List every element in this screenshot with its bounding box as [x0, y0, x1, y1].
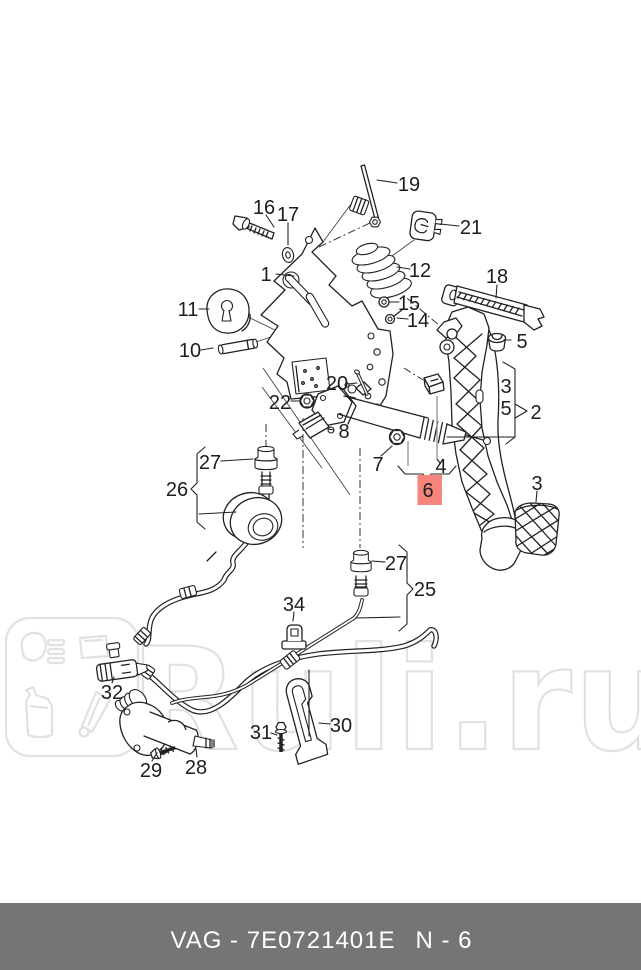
stop-plate — [441, 284, 545, 331]
t-valve — [95, 642, 148, 682]
watermark: Ruli.ru — [4, 616, 641, 784]
footer-catalog-code: VAG - 7E0721401E — [170, 927, 395, 954]
part-label-20: 20 — [326, 373, 348, 395]
highlight-box — [417, 475, 442, 505]
footer-background — [0, 903, 641, 970]
pivot-pin — [217, 338, 259, 355]
footer-page-ref: N - 6 — [415, 927, 472, 954]
hose-union — [178, 584, 198, 600]
part-label-29: 29 — [140, 760, 162, 782]
part-label-17: 17 — [277, 204, 299, 226]
highlighted-part-marker[interactable]: 6 — [417, 475, 443, 505]
part-label-8: 8 — [338, 421, 349, 443]
grommet-upper — [254, 445, 278, 471]
pedal-pad — [514, 502, 560, 556]
flange-nut-7 — [388, 428, 406, 446]
part-label-30: 30 — [330, 715, 352, 737]
nut-15 — [378, 296, 390, 308]
stud-nut-14 — [384, 309, 403, 325]
vibration-damper — [222, 491, 283, 546]
support-bracket — [285, 678, 329, 765]
clutch-pedal — [436, 306, 526, 571]
hose-break-mark — [206, 551, 217, 562]
retaining-clip — [409, 210, 443, 242]
hose-end-fitting — [133, 626, 151, 646]
part-label-31: 31 — [250, 722, 272, 744]
flange-nut-22 — [299, 393, 315, 409]
pedal-switch — [292, 411, 335, 440]
part-label-6: 6 — [422, 480, 433, 502]
slave-bolt — [150, 745, 176, 760]
part-label-3a: 3 — [500, 376, 511, 398]
hydraulic-hoses — [133, 539, 439, 715]
part-label-5b: 5 — [500, 398, 511, 420]
pedal-spring — [351, 242, 412, 299]
watermark-logo — [4, 616, 140, 758]
bracket-bolt — [274, 721, 288, 752]
pipe-clip — [281, 624, 307, 650]
part-label-2: 2 — [530, 402, 541, 424]
part-label-4: 4 — [435, 456, 446, 478]
retainer-clip-4 — [423, 373, 445, 395]
group-26-brace — [190, 446, 206, 530]
part-label-32: 32 — [101, 682, 123, 704]
part-label-5a: 5 — [516, 331, 527, 353]
part-label-18: 18 — [486, 266, 508, 288]
part-label-1: 1 — [260, 264, 271, 286]
part-label-27b: 27 — [385, 553, 407, 575]
pipe-end-fitting — [353, 575, 369, 597]
part-label-12: 12 — [409, 260, 431, 282]
part-label-15: 15 — [398, 293, 420, 315]
part-label-14: 14 — [407, 310, 429, 332]
mount-bolt — [232, 215, 275, 240]
slave-cylinder — [114, 688, 215, 757]
spring-pin — [354, 369, 369, 396]
part-label-27a: 27 — [199, 452, 221, 474]
part-label-34: 34 — [283, 594, 305, 616]
part-label-19: 19 — [398, 174, 420, 196]
group-2-brace — [502, 361, 528, 445]
part-label-16: 16 — [253, 197, 275, 219]
part-label-28: 28 — [185, 757, 207, 779]
part-label-22: 22 — [269, 392, 291, 414]
leader-lines — [111, 179, 538, 762]
part-label-26: 26 — [166, 479, 188, 501]
footer-bar: VAG - 7E0721401E N - 6 — [0, 903, 641, 970]
part-label-11: 11 — [178, 299, 199, 321]
pivot-bushing — [487, 332, 507, 352]
part-label-3b: 3 — [531, 473, 542, 495]
part-label-25: 25 — [414, 579, 436, 601]
part-label-10: 10 — [179, 340, 201, 362]
watermark-text: Ruli.ru — [130, 618, 641, 783]
group-25-brace — [398, 544, 414, 632]
grommet-lower — [350, 549, 372, 573]
part-label-7: 7 — [372, 454, 383, 476]
push-rod — [349, 164, 382, 228]
cover-cap — [206, 288, 251, 334]
part-labels: 1 19 16 17 21 12 18 15 14 11 10 5 3 5 2 … — [101, 174, 543, 782]
part-label-21: 21 — [460, 217, 482, 239]
pipe-union — [279, 650, 301, 670]
washer — [281, 247, 295, 263]
damper-fitting — [258, 471, 274, 503]
